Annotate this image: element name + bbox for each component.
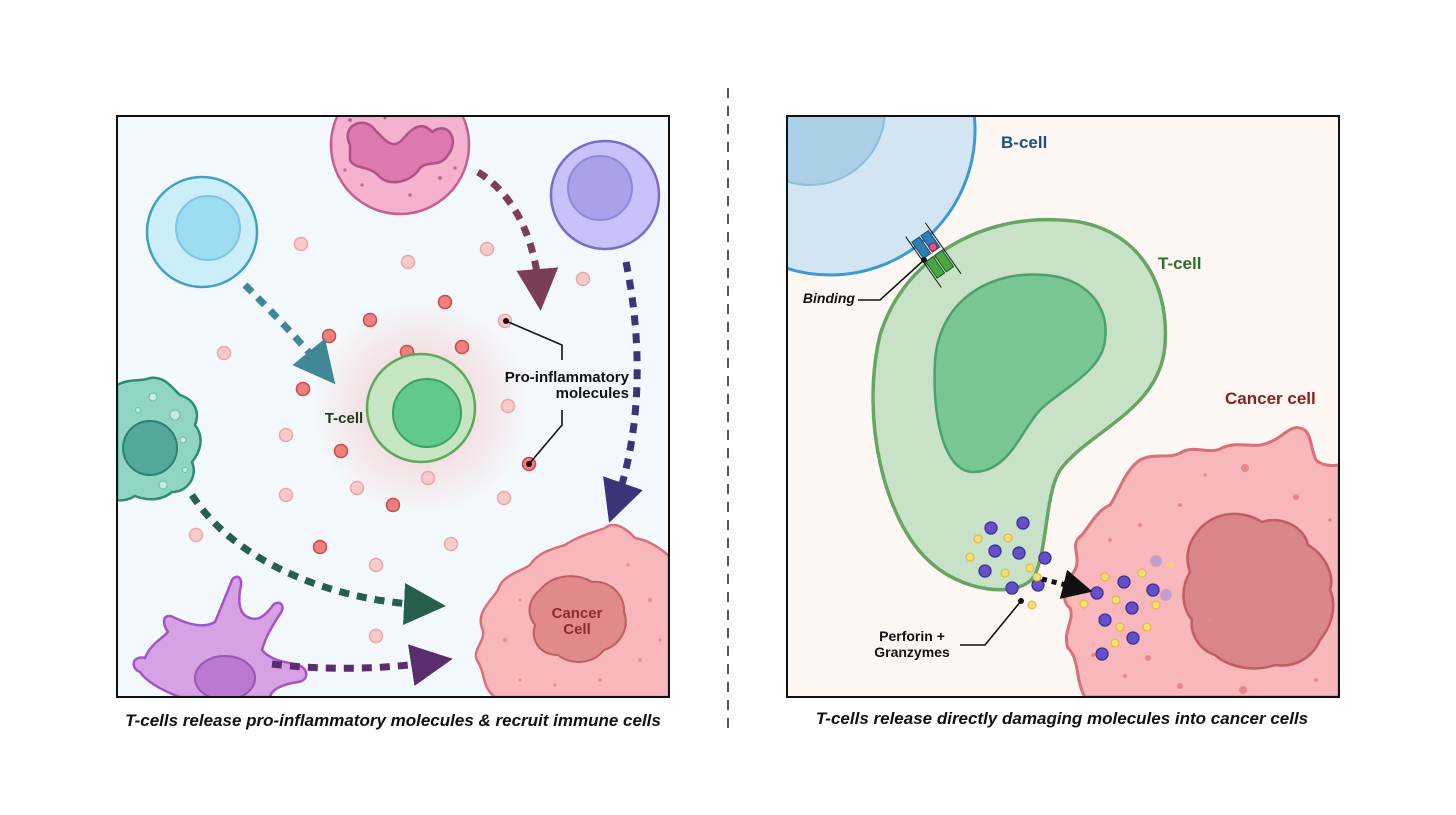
cancer-cell-left xyxy=(474,523,669,697)
cancer-cell-label: Cancer cell xyxy=(1225,389,1316,408)
arrow-blue-cell-to-tcell xyxy=(242,282,336,385)
binding-leader xyxy=(858,259,925,301)
bcell-label: B-cell xyxy=(1001,133,1047,152)
molecules-label-line1: Pro-inflammatory xyxy=(505,369,630,386)
macrophage-cell xyxy=(117,376,202,502)
tcell-right xyxy=(871,217,1168,610)
tcell-label-left: T-cell xyxy=(325,410,363,427)
cancer-cell-right xyxy=(1062,426,1339,697)
right-caption: T-cells release directly damaging molecu… xyxy=(816,709,1308,728)
arrow-lavender-to-cancer xyxy=(603,261,643,523)
perforin-delivery-arrow xyxy=(1041,569,1093,599)
receptor-binding xyxy=(905,222,962,288)
perforin-label-line2: Granzymes xyxy=(874,644,950,660)
molecule-leader-top xyxy=(505,320,563,360)
blue-immune-cell xyxy=(145,175,259,289)
arrow-macrophage-to-cancer xyxy=(189,493,446,625)
right-panel: B-cell T-cell Cancer cell Binding Perfor… xyxy=(786,115,1340,698)
binding-label: Binding xyxy=(803,290,856,306)
neutrophil-cell xyxy=(329,116,471,216)
molecules-label-line2: molecules xyxy=(556,385,629,402)
perforin-leader xyxy=(960,600,1022,646)
left-panel: T-cell Pro-inflammatory molecules Cancer… xyxy=(116,115,670,698)
cancer-label-line2: Cell xyxy=(563,621,591,638)
perforin-label-line1: Perforin + xyxy=(879,628,945,644)
tcell-center xyxy=(365,352,477,464)
left-panel-border xyxy=(116,115,670,698)
left-caption: T-cells release pro-inflammatory molecul… xyxy=(125,711,661,730)
arrow-dendritic-to-cancer xyxy=(271,644,453,686)
molecule-leader-bottom xyxy=(528,410,563,465)
lavender-immune-cell xyxy=(549,139,661,251)
cancer-label-line1: Cancer xyxy=(552,605,603,622)
tcell-label-right: T-cell xyxy=(1158,254,1201,273)
right-panel-border xyxy=(786,115,1340,698)
